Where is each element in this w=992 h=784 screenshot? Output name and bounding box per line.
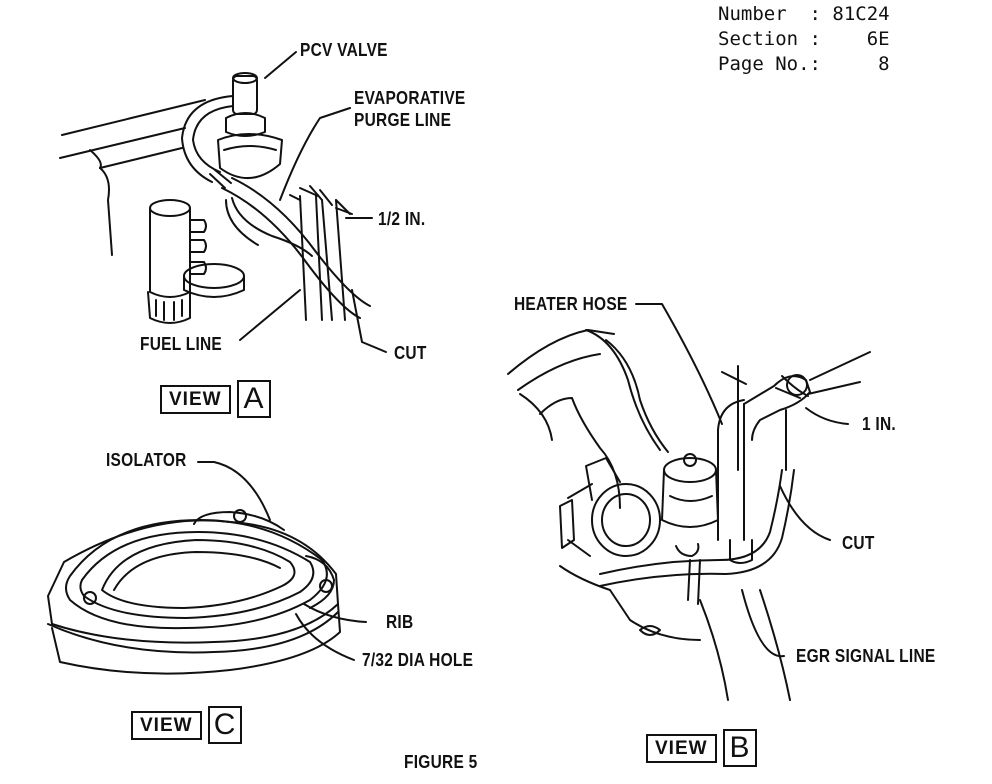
section-line: Section : 6E — [718, 28, 890, 50]
evaporative-purge-line — [222, 188, 360, 318]
label-cut-b: CUT — [842, 533, 875, 553]
isolator-ring — [66, 520, 327, 628]
leader-cut-b — [780, 486, 830, 540]
view-c-letter: C — [207, 706, 242, 744]
view-c-word: VIEW — [131, 710, 202, 740]
leader-heater-hose — [636, 304, 722, 424]
page-line: Page No.: 8 — [718, 53, 890, 75]
isolator-opening — [102, 540, 295, 608]
leader-hole — [296, 614, 354, 660]
label-purge-line: PURGE LINE — [354, 110, 452, 130]
view-b-word: VIEW — [646, 733, 717, 763]
label-rib: RIB — [386, 612, 414, 632]
view-a-word: VIEW — [160, 384, 231, 414]
leader-pcv — [265, 52, 296, 78]
leader-egr — [742, 590, 784, 656]
leader-cut-a — [352, 290, 386, 352]
view-b-tag: VIEW B — [646, 729, 757, 767]
fuel-line — [300, 196, 322, 320]
fuel-filter — [148, 200, 206, 323]
view-c-drawing — [48, 462, 366, 674]
egr-signal-line — [600, 470, 782, 574]
label-pcv-valve: PCV VALVE — [300, 40, 388, 60]
view-b-drawing — [508, 304, 870, 700]
round-disk — [184, 264, 244, 288]
isolator-base — [48, 520, 338, 642]
heater-hose — [718, 404, 744, 540]
label-one-inch: 1 IN. — [862, 414, 896, 434]
leader-evap — [280, 108, 350, 200]
label-half-inch: 1/2 IN. — [378, 209, 426, 229]
label-evaporative: EVAPORATIVE — [354, 88, 466, 108]
leader-rib — [304, 604, 366, 622]
pcv-hose — [182, 96, 233, 182]
number-line: Number : 81C24 — [718, 3, 890, 25]
label-egr-signal-line: EGR SIGNAL LINE — [796, 646, 936, 666]
view-a-letter: A — [236, 380, 271, 418]
label-cut-a: CUT — [394, 343, 427, 363]
engine-edge-line — [62, 100, 205, 135]
pcv-valve — [218, 73, 282, 178]
label-hole: 7/32 DIA HOLE — [362, 650, 474, 670]
bolt-boss — [84, 592, 96, 604]
label-fuel-line: FUEL LINE — [140, 334, 223, 354]
egr-valve-housing — [560, 458, 660, 556]
figure-caption: FIGURE 5 — [404, 752, 478, 772]
view-c-tag: VIEW C — [131, 706, 242, 744]
leader-isolator — [198, 462, 270, 520]
view-b-letter: B — [722, 729, 757, 767]
view-a-tag: VIEW A — [160, 380, 271, 418]
leader-one-inch — [806, 408, 848, 424]
label-isolator: ISOLATOR — [106, 450, 187, 470]
egr-valve — [662, 454, 718, 527]
leader-fuel-line — [240, 290, 300, 340]
view-a-drawing — [60, 52, 386, 352]
label-heater-hose: HEATER HOSE — [514, 294, 628, 314]
